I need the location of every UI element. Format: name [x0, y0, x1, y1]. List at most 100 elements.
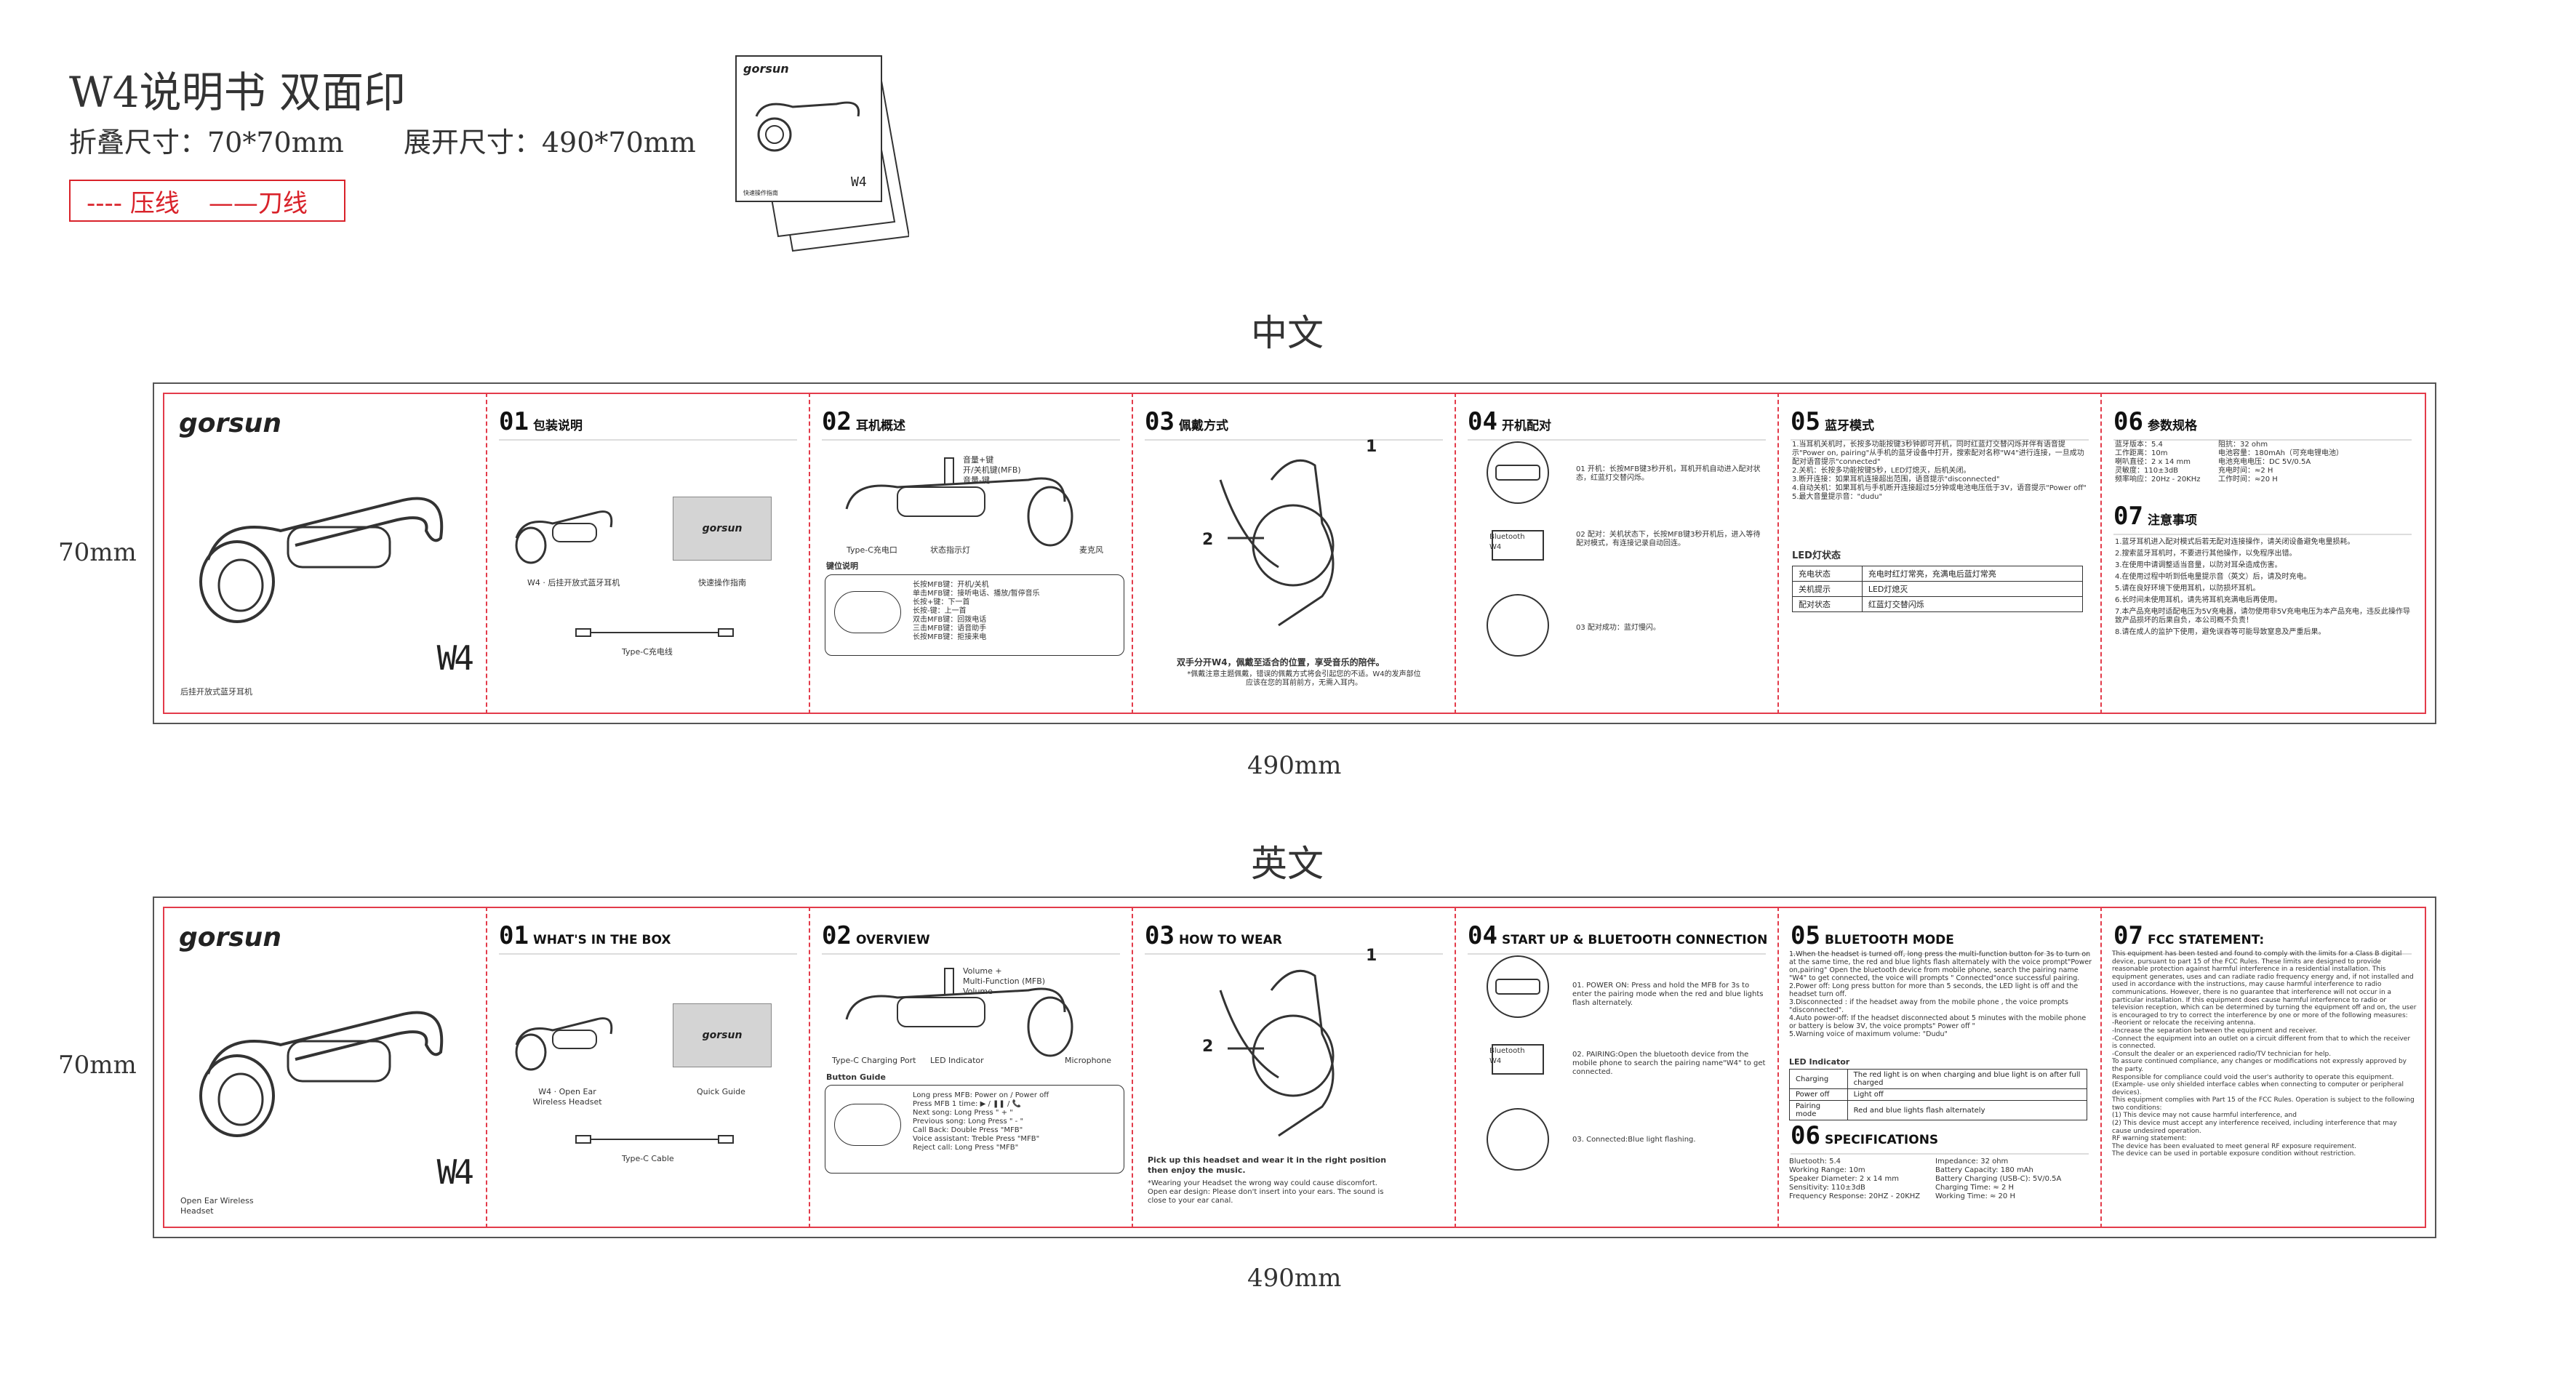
legend-crease: ---- 压线 — [87, 188, 180, 218]
spec-item: 电池容量：180mAh（可充电锂电池） — [2218, 449, 2344, 457]
booklet-thumbnail: gorsun W4 快速操作指南 — [735, 55, 909, 258]
spec-item: 充电时间：≈2 H — [2218, 467, 2273, 475]
spec-item: 蓝牙版本：5.4 — [2115, 441, 2163, 449]
spec-item: Bluetooth: 5.4 — [1789, 1158, 1841, 1166]
headset-small-illustration — [515, 1017, 613, 1071]
package-item-headset: W4 · 后挂开放式蓝牙耳机 — [527, 578, 620, 587]
step-number-2: 2 — [1202, 531, 1214, 549]
spec-item: 阻抗：32 ohm — [2218, 441, 2268, 449]
button-guide-item: 长按MFB键：拒接来电 — [913, 633, 987, 641]
overview-label-mfb: Multi-Function (MFB) — [963, 976, 1046, 986]
table-row: 配对状态红蓝灯交替闪烁 — [1792, 596, 2084, 612]
fcc-statement-text: This equipment has been tested and found… — [2112, 950, 2417, 1158]
note-item: 4.在使用过程中听到低电量提示音（英文）后，请及时充电。 — [2115, 573, 2311, 581]
specs-list: Bluetooth: 5.4 Working Range: 10m Speake… — [1789, 1158, 1920, 1201]
note-item: 7.本产品充电时适配电压为5V充电器，请勿使用非5V充电电压为本产品充电，违反此… — [2115, 608, 2410, 625]
panel-outer-border — [153, 896, 2436, 1238]
package-item-guide: 快速操作指南 — [698, 578, 746, 587]
legend-cut: ——刀线 — [208, 188, 308, 218]
pairing-step-3: 03 配对成功：蓝灯慢闪。 — [1576, 624, 1660, 632]
thumb-model: W4 — [851, 174, 867, 190]
overview-label-volume-up: Volume + — [963, 966, 1002, 976]
button-guide-item: Press MFB 1 time: ▶ / ❚❚ / 📞 — [913, 1100, 1021, 1108]
button-guide-item: 长按-键：上一首 — [913, 607, 967, 615]
package-item-cable: Type-C Cable — [622, 1154, 674, 1163]
thumb-caption: 快速操作指南 — [743, 190, 778, 196]
button-guide-item: Call Back: Double Press "MFB" — [913, 1126, 1023, 1134]
note-item: 8.请在成人的监护下使用，避免误吞等可能导致窒息及严重后果。 — [2115, 628, 2326, 636]
spec-item: Charging Time: ≈ 2 H — [1935, 1184, 2015, 1192]
package-item-headset: W4 · Open Ear Wireless Headset — [532, 1087, 602, 1107]
headset-overview-illustration — [845, 457, 1073, 547]
spec-item: Speaker Diameter: 2 x 14 mm — [1789, 1175, 1899, 1183]
spec-item: Battery Charging (USB-C): 5V/0.5A — [1935, 1175, 2062, 1183]
button-guide-title: Button Guide — [826, 1072, 886, 1082]
cable-illustration — [575, 1135, 734, 1144]
led-title: LED灯状态 — [1792, 550, 1841, 561]
cover-caption: 后挂开放式蓝牙耳机 — [180, 687, 252, 697]
quick-guide-box: gorsun — [673, 497, 772, 561]
notes-list: 1.蓝牙耳机进入配对模式后若无配对连接操作，请关闭设备避免电量损耗。 2.搜索蓝… — [2115, 538, 2417, 640]
pairing-steps-illustration — [1487, 441, 1549, 657]
overview-label-volume-down: Volume - — [963, 987, 999, 996]
brand-logo: gorsun — [179, 923, 281, 952]
overview-label-port: Type-C Charging Port — [832, 1056, 916, 1065]
pairing-steps-illustration — [1487, 955, 1549, 1171]
wearing-illustration — [1219, 969, 1335, 1137]
cover-page: gorsun Open Ear Wireless Headset W4 — [163, 907, 486, 1228]
button-guide-title: 键位说明 — [826, 561, 858, 571]
buttons-icon — [834, 1104, 901, 1146]
stacked-pages-illustration — [735, 55, 909, 252]
button-guide-item: Next song: Long Press " + " — [913, 1109, 1013, 1117]
spec-item: Working Time: ≈ 20 H — [1935, 1192, 2015, 1200]
led-title: LED Indicator — [1789, 1057, 1850, 1067]
overview-label-mfb: 开/关机键(MFB) — [963, 465, 1021, 475]
spec-item: Battery Capacity: 180 mAh — [1935, 1166, 2033, 1174]
button-guide-item: 长按+键：下一首 — [913, 598, 970, 606]
note-item: 6.长时间未使用耳机，请先将耳机充满电后再使用。 — [2115, 596, 2282, 604]
cable-illustration — [575, 628, 734, 637]
step-number-1: 1 — [1366, 438, 1377, 456]
spec-item: Frequency Response: 20HZ - 20KHZ — [1789, 1192, 1921, 1200]
package-item-guide: Quick Guide — [697, 1087, 745, 1096]
pairing-step-2: 02. PAIRING:Open the bluetooth device fr… — [1572, 1051, 1766, 1076]
overview-label-mic: Microphone — [1065, 1056, 1112, 1065]
note-item: 3.在使用中请调整适当音量，以防对耳朵造成伤害。 — [2115, 561, 2282, 569]
note-item: 1.蓝牙耳机进入配对模式后若无配对连接操作，请关闭设备避免电量损耗。 — [2115, 538, 2355, 546]
folded-size: 折叠尺寸：70*70mm — [69, 127, 344, 159]
cover-caption: Open Ear Wireless Headset — [180, 1196, 254, 1216]
headset-small-illustration — [515, 510, 613, 564]
pairing-step-3: 03. Connected:Blue light flashing. — [1572, 1136, 1696, 1144]
pairing-step-2: 02 配对：关机状态下，长按MFB键3秒开机后，进入等待配对模式，有连接记录自动… — [1576, 531, 1761, 547]
step-number-1: 1 — [1366, 947, 1377, 965]
headset-illustration — [199, 497, 444, 623]
wearing-note: *Wearing your Headset the wrong way coul… — [1148, 1179, 1384, 1205]
overview-label-led: LED Indicator — [930, 1056, 984, 1065]
wearing-caption: Pick up this headset and wear it in the … — [1148, 1155, 1387, 1175]
cover-page: gorsun 后挂开放式蓝牙耳机 W4 — [163, 393, 486, 714]
device-name: W4 — [1489, 1057, 1502, 1065]
line-legend: ---- 压线 ——刀线 — [69, 180, 345, 222]
note-item: 2.搜索蓝牙耳机时，不要进行其他操作，以免程序出错。 — [2115, 550, 2297, 558]
panel-outer-border — [153, 382, 2436, 724]
section-title-chinese: 中文 — [1251, 312, 1324, 354]
height-label-cn: 70mm — [58, 538, 137, 567]
